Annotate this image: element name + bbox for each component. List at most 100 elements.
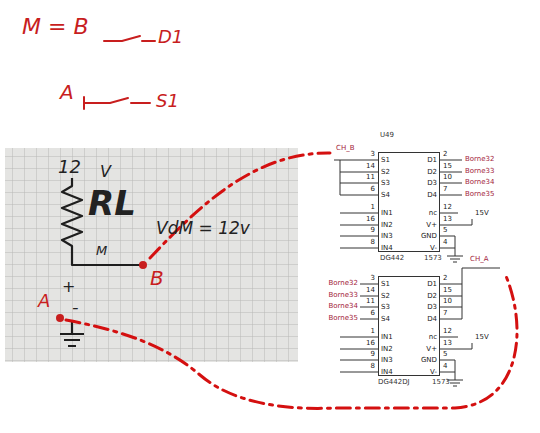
pin-name: IN1	[381, 209, 393, 217]
pin-name: D1	[427, 280, 437, 288]
schematic-label: 2	[443, 151, 447, 158]
pin-name: V+	[426, 221, 437, 229]
pin-name: D1	[427, 156, 437, 164]
schematic-label: 6	[371, 310, 375, 317]
schematic-label: 10	[443, 298, 452, 305]
pin-name: S4	[381, 315, 390, 323]
schematic-label: 15	[443, 163, 452, 170]
handwritten-label: +	[62, 279, 75, 295]
handwritten-label: S1	[156, 92, 179, 110]
pin-name: D4	[427, 315, 437, 323]
pin-name: V-	[430, 368, 437, 376]
schematic-label: 3	[371, 275, 375, 282]
chip-wiring-lower	[340, 268, 500, 386]
pin-name: nc	[429, 333, 437, 341]
schematic-label: Borne32	[465, 156, 495, 163]
handwritten-label: B	[150, 268, 164, 288]
pin-name: S3	[381, 179, 390, 187]
pin-name: D2	[427, 292, 437, 300]
pin-name: V+	[426, 345, 437, 353]
pin-name: S4	[381, 191, 390, 199]
schematic-label: CH_A	[470, 256, 488, 263]
schematic-label: CH_B	[336, 145, 354, 152]
schematic-label: 7	[443, 310, 447, 317]
schematic-label: 8	[371, 363, 375, 370]
schematic-label: 11	[366, 298, 375, 305]
schematic-label: 12	[443, 328, 452, 335]
point-b	[139, 261, 147, 269]
schematic-label: 1573	[432, 379, 450, 386]
schematic-label: 13	[443, 216, 452, 223]
pin-name: IN2	[381, 221, 393, 229]
schematic-label: 15V	[475, 334, 489, 341]
schematic-label: 1	[371, 204, 375, 211]
schematic-label: 8	[371, 239, 375, 246]
pin-name: IN1	[381, 333, 393, 341]
schematic-label: 6	[371, 186, 375, 193]
pin-name: D4	[427, 191, 437, 199]
pin-name: GND	[421, 232, 437, 240]
schematic-label: Borne32	[329, 280, 359, 287]
pin-name: S2	[381, 292, 390, 300]
dash-dot-leaders	[66, 153, 517, 408]
schematic-label: 5	[443, 351, 447, 358]
schematic-label: 9	[371, 227, 375, 234]
pin-name: V-	[430, 244, 437, 252]
schematic-label: Borne35	[329, 315, 359, 322]
pin-name: S1	[381, 156, 390, 164]
schematic-label: 12	[443, 204, 452, 211]
schematic-label: U49	[380, 132, 394, 139]
pin-name: S2	[381, 168, 390, 176]
schematic-label: Borne33	[329, 292, 359, 299]
switch-symbols	[84, 36, 155, 109]
schematic-label: 5	[443, 227, 447, 234]
schematic-label: Borne34	[329, 303, 359, 310]
schematic-label: Borne33	[465, 168, 495, 175]
handwritten-label: A	[60, 82, 74, 102]
schematic-label: 3	[371, 151, 375, 158]
handwritten-label: M	[96, 244, 107, 257]
pin-name: IN3	[381, 356, 393, 364]
pin-name: S3	[381, 303, 390, 311]
handwritten-label: RL	[88, 186, 136, 220]
schematic-label: DG442	[380, 255, 404, 262]
schematic-label: 13	[443, 340, 452, 347]
pin-name: GND	[421, 356, 437, 364]
pin-name: IN3	[381, 232, 393, 240]
schematic-label: 15V	[475, 210, 489, 217]
pin-name: D3	[427, 179, 437, 187]
point-a	[56, 314, 64, 322]
schematic-label: 10	[443, 174, 452, 181]
schematic-label: 7	[443, 186, 447, 193]
schematic-label: Borne34	[465, 179, 495, 186]
ic-chip: S1S2S3S4 D1D2D3D4IN1IN2IN3IN4 ncV+ GND V-	[378, 276, 440, 376]
schematic-label: Borne35	[465, 191, 495, 198]
handwritten-label: D1	[158, 28, 183, 46]
handwritten-label: VdM = 12v	[156, 220, 250, 237]
handwritten-label: -	[72, 298, 79, 316]
pin-name: nc	[429, 209, 437, 217]
ic-chip: S1S2S3S4D1D2D3D4IN1IN2IN3IN4ncV+GNDV-	[378, 152, 440, 252]
schematic-label: 2	[443, 275, 447, 282]
pin-name: IN4	[381, 244, 393, 252]
schematic-label: 4	[443, 363, 447, 370]
schematic-label: 14	[366, 287, 375, 294]
schematic-label: 9	[371, 351, 375, 358]
schematic-label: 11	[366, 174, 375, 181]
handwritten-label: M = B	[22, 16, 89, 38]
pin-name: S1	[381, 280, 390, 288]
pin-name: IN4	[381, 368, 393, 376]
schematic-label: 16	[366, 216, 375, 223]
schematic-label: 1573	[424, 255, 442, 262]
schematic-label: 14	[366, 163, 375, 170]
pin-name: IN2	[381, 345, 393, 353]
pin-name: D3	[427, 303, 437, 311]
schematic-label: 16	[366, 340, 375, 347]
schematic-label: 15	[443, 287, 452, 294]
schematic-label: DG442DJ	[378, 379, 410, 386]
handwritten-label: A	[38, 292, 50, 310]
schematic-label: 1	[371, 328, 375, 335]
handwritten-label: 12	[58, 158, 81, 176]
